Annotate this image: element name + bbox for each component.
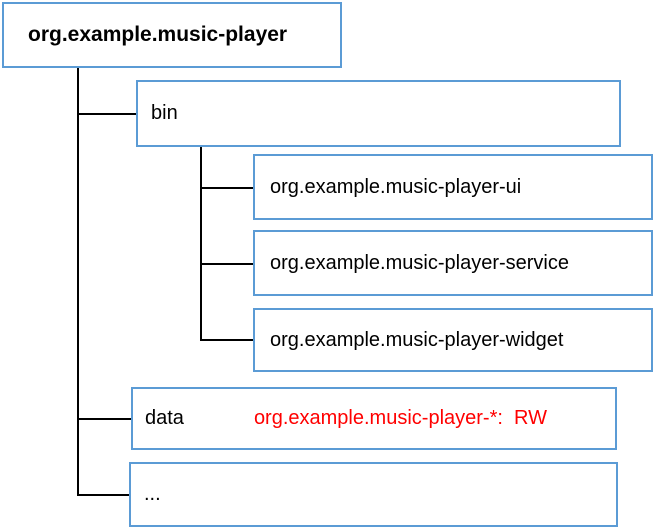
node-ellipsis: ... xyxy=(129,462,618,527)
connector-branch-ui xyxy=(200,187,253,189)
node-root-package: org.example.music-player xyxy=(2,2,342,68)
node-bin-label: bin xyxy=(151,102,178,124)
connector-branch-data xyxy=(77,418,131,420)
node-ui-label: org.example.music-player-ui xyxy=(270,175,522,198)
connector-branch-service xyxy=(200,263,253,265)
node-service-label: org.example.music-player-service xyxy=(270,251,569,274)
connector-branch-widget xyxy=(200,339,253,341)
node-bin-directory: bin xyxy=(136,80,621,147)
connector-root-trunk xyxy=(77,68,79,496)
node-ellipsis-label: ... xyxy=(144,483,161,505)
node-music-player-service: org.example.music-player-service xyxy=(253,230,653,296)
node-root-label: org.example.music-player xyxy=(28,23,288,46)
connector-branch-ellipsis xyxy=(77,494,129,496)
node-data-label: data xyxy=(145,407,184,429)
node-music-player-ui: org.example.music-player-ui xyxy=(253,154,653,220)
connector-branch-bin xyxy=(77,113,136,115)
node-widget-label: org.example.music-player-widget xyxy=(270,328,564,351)
node-music-player-widget: org.example.music-player-widget xyxy=(253,308,653,372)
node-data-directory: data org.example.music-player-*: RW xyxy=(131,387,617,450)
connector-bin-trunk xyxy=(200,146,202,340)
data-permission-annotation: org.example.music-player-*: RW xyxy=(253,407,547,429)
